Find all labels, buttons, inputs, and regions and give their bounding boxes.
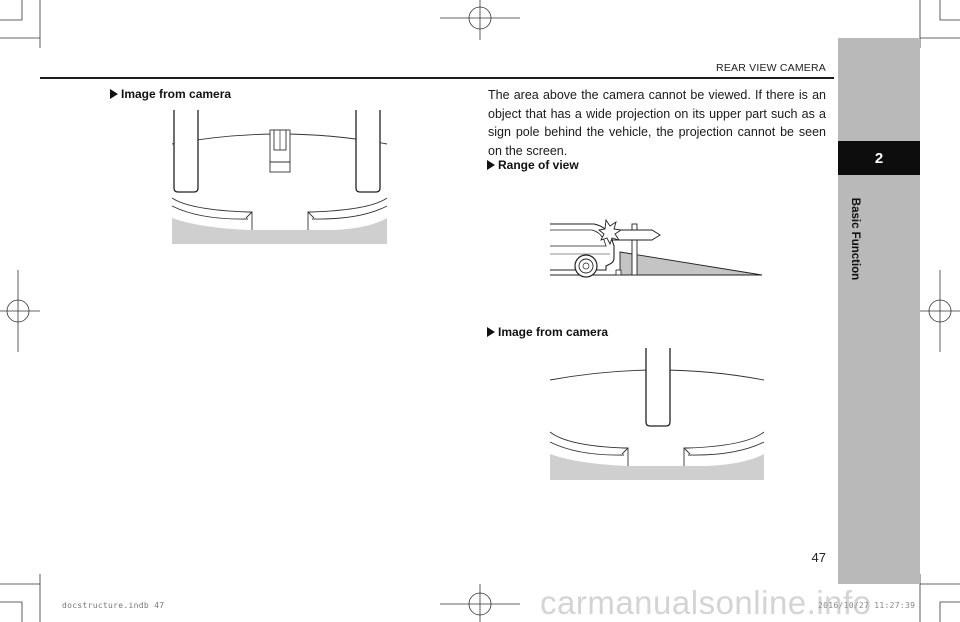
running-header-title: REAR VIEW CAMERA <box>716 62 826 74</box>
chapter-number: 2 <box>874 149 884 167</box>
chapter-number-box: 2 <box>838 141 920 175</box>
footer-date-info: 2016/10/27 11:27:39 <box>818 601 916 610</box>
watermark: carmanualsonline.info <box>540 584 872 621</box>
footer-file-info: docstructure.indb 47 <box>62 601 165 610</box>
right-image-heading-text: Image from camera <box>498 325 609 339</box>
left-image-heading-text: Image from camera <box>121 87 232 101</box>
page-number: 47 <box>811 550 826 565</box>
camera-view-illustration-with-sign <box>171 110 388 244</box>
chapter-label: Basic Function <box>849 197 861 281</box>
triangle-bullet-icon <box>487 160 495 170</box>
triangle-bullet-icon <box>487 327 495 337</box>
header-rule <box>40 77 834 79</box>
triangle-bullet-icon <box>110 89 118 99</box>
range-of-view-heading: Range of view <box>487 158 579 172</box>
range-of-view-diagram <box>550 218 763 278</box>
chapter-side-tab <box>838 38 920 584</box>
left-image-heading: Image from camera <box>110 87 231 101</box>
right-image-heading: Image from camera <box>487 325 608 339</box>
camera-view-illustration-pole <box>549 348 765 480</box>
range-of-view-heading-text: Range of view <box>498 158 579 172</box>
info-paragraph: The area above the camera cannot be view… <box>488 88 826 158</box>
